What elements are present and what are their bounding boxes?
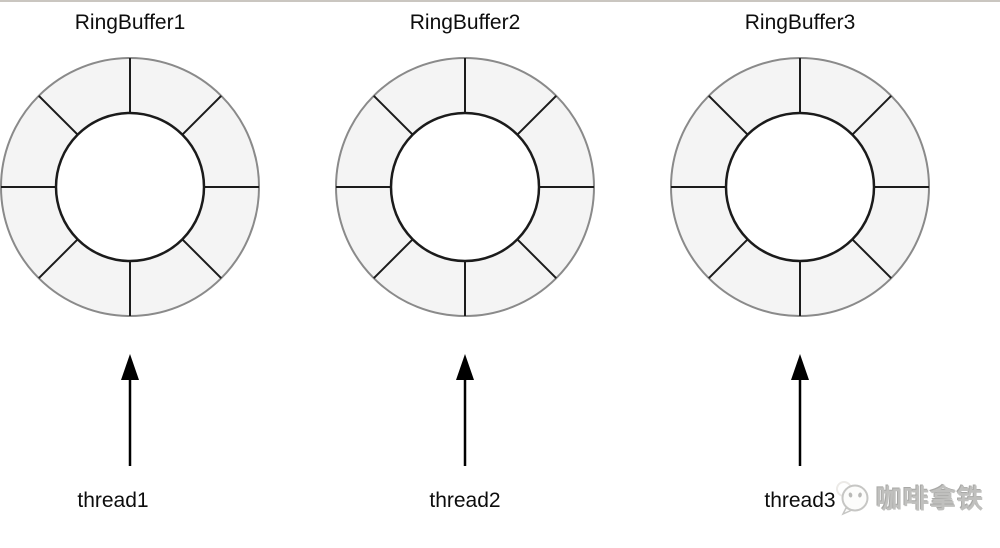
ring-buffer-title: RingBuffer3 xyxy=(744,11,856,34)
ring-buffer-title: RingBuffer2 xyxy=(409,11,521,34)
top-border-line xyxy=(0,0,1000,2)
thread-arrow-icon xyxy=(791,354,809,466)
thread-label: thread2 xyxy=(429,489,501,512)
ring-buffer-diagram xyxy=(0,57,260,317)
ring-buffer-diagram xyxy=(670,57,930,317)
thread-arrow-icon xyxy=(456,354,474,466)
ring-buffer-title: RingBuffer1 xyxy=(74,11,186,34)
ring-buffer-group: RingBuffer1 thread1 xyxy=(0,0,265,548)
ring-segment-dividers xyxy=(336,58,594,316)
ring-segment-dividers xyxy=(1,58,259,316)
ring-segment-dividers xyxy=(671,58,929,316)
ring-buffer-group: RingBuffer3 thread3 xyxy=(665,0,935,548)
thread-arrow-icon xyxy=(121,354,139,466)
thread-label: thread3 xyxy=(764,489,836,512)
ring-buffer-diagram xyxy=(335,57,595,317)
ring-buffer-group: RingBuffer2 thread2 xyxy=(330,0,600,548)
thread-label: thread1 xyxy=(77,489,149,512)
